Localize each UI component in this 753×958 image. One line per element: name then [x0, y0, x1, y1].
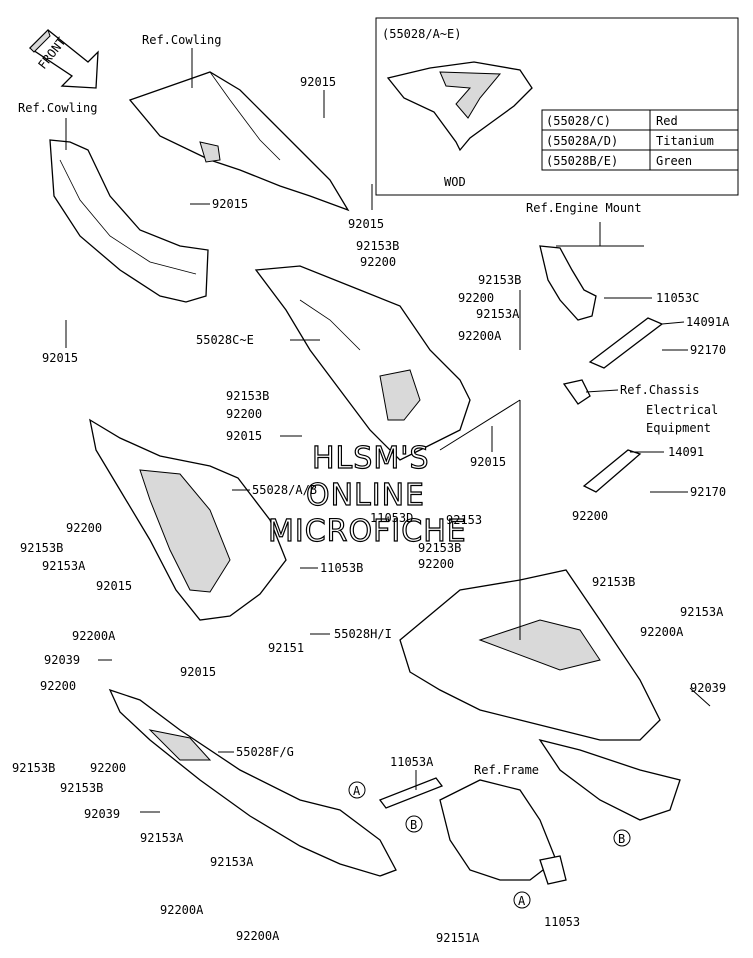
part-number: 92153B — [226, 389, 269, 403]
part-number: 92200A — [72, 629, 116, 643]
part-number: 92170 — [690, 485, 726, 499]
lower-cowl-55028hi — [399, 569, 681, 821]
part-number: 92151 — [268, 641, 304, 655]
color-table-code: (55028A/D) — [546, 134, 618, 148]
color-table-code: (55028/C) — [546, 114, 611, 128]
part-number: 92039 — [84, 807, 120, 821]
inner-cover-55028ce — [254, 265, 471, 461]
part-number: 92015 — [300, 75, 336, 89]
part-number: 92015 — [96, 579, 132, 593]
watermark-line-2: ONLINE — [306, 478, 425, 513]
part-number: 92200A — [160, 903, 204, 917]
part-number: 92170 — [690, 343, 726, 357]
part-number: 11053B — [320, 561, 363, 575]
color-table-color: Red — [656, 114, 678, 128]
part-number: 55028C~E — [196, 333, 254, 347]
part-number: 92200 — [360, 255, 396, 269]
ref-label: Electrical — [646, 403, 718, 417]
watermark-line-3: MICROFICHE — [268, 514, 467, 549]
side-panel-55028ab — [89, 418, 287, 621]
part-number: 92153B — [356, 239, 399, 253]
callout-a: A — [348, 781, 366, 799]
ref-label: Ref.Cowling — [142, 33, 221, 47]
part-number: 92015 — [42, 351, 78, 365]
watermark-line-1: HLSM'S — [312, 441, 430, 476]
inset-caption: WOD — [444, 175, 466, 189]
part-number: 11053D — [370, 511, 413, 525]
color-table-code: (55028B/E) — [546, 154, 618, 168]
frame-reference — [439, 779, 567, 885]
part-number: 92153B — [60, 781, 103, 795]
part-number: 92200 — [226, 407, 262, 421]
part-number: 92015 — [212, 197, 248, 211]
color-table-color: Titanium — [656, 134, 714, 148]
part-number: 92153B — [592, 575, 635, 589]
color-table-color: Green — [656, 154, 692, 168]
ref-label: Equipment — [646, 421, 711, 435]
watermark: HLSM'S ONLINE MICROFICHE — [267, 440, 467, 549]
part-number: 55028H/I — [334, 627, 392, 641]
leader-lines — [65, 90, 711, 813]
part-number: 92200 — [572, 509, 608, 523]
part-number: 92153A — [476, 307, 520, 321]
part-number: 92200 — [40, 679, 76, 693]
part-number: 92200A — [458, 329, 502, 343]
part-number: 92153B — [20, 541, 63, 555]
part-number: 92151A — [436, 931, 480, 945]
part-labels: Ref.Cowling Ref.Cowling Ref.Engine Mount… — [12, 33, 730, 945]
engine-mount-bracket — [539, 222, 644, 321]
part-number: 92153B — [418, 541, 461, 555]
part-number: 92153A — [42, 559, 86, 573]
callout-b: B — [613, 829, 631, 847]
part-number: 92200 — [66, 521, 102, 535]
part-number: 11053A — [390, 755, 434, 769]
strip-14091 — [582, 449, 642, 493]
part-number: 92153A — [140, 831, 184, 845]
part-number: 92200A — [236, 929, 280, 943]
part-number: 92153B — [12, 761, 55, 775]
color-variant-inset: (55028/A~E) WOD (55028/C) Red (55028A/D)… — [375, 17, 739, 196]
part-number: 14091A — [686, 315, 730, 329]
upper-cowling-reference — [128, 48, 350, 212]
svg-text:B: B — [410, 818, 417, 832]
left-cowling-reference — [49, 118, 209, 303]
strip-14091a — [588, 317, 664, 369]
part-number: 92200A — [640, 625, 684, 639]
part-number: 92153A — [680, 605, 724, 619]
part-number: 55028/A/B — [252, 483, 317, 497]
part-number: 14091 — [668, 445, 704, 459]
part-number: 92015 — [226, 429, 262, 443]
svg-text:A: A — [518, 894, 526, 908]
bar-11053a — [378, 777, 444, 809]
callout-a: A — [513, 891, 531, 909]
part-number: 92153B — [478, 273, 521, 287]
part-number: 92039 — [44, 653, 80, 667]
part-number: 92153A — [210, 855, 254, 869]
part-number: 92015 — [470, 455, 506, 469]
part-number: 92200 — [458, 291, 494, 305]
inset-title: (55028/A~E) — [382, 27, 461, 41]
part-number: 92015 — [180, 665, 216, 679]
svg-text:A: A — [353, 784, 361, 798]
callout-b: B — [405, 815, 423, 833]
part-number: 11053 — [544, 915, 580, 929]
part-number: 11053C — [656, 291, 699, 305]
part-number: 92200 — [418, 557, 454, 571]
ref-label: Ref.Chassis — [620, 383, 699, 397]
part-number: 92015 — [348, 217, 384, 231]
part-number: 55028F/G — [236, 745, 294, 759]
ref-label: Ref.Engine Mount — [526, 201, 642, 215]
part-number: 92200 — [90, 761, 126, 775]
ref-label: Ref.Cowling — [18, 101, 97, 115]
part-number: 92153 — [446, 513, 482, 527]
part-number: 92039 — [690, 681, 726, 695]
front-arrow-icon: FRONT — [28, 29, 99, 89]
ref-label: Ref.Frame — [474, 763, 539, 777]
lower-fairing-55028fg — [108, 688, 397, 877]
svg-text:B: B — [618, 832, 625, 846]
chassis-connector — [562, 379, 591, 405]
